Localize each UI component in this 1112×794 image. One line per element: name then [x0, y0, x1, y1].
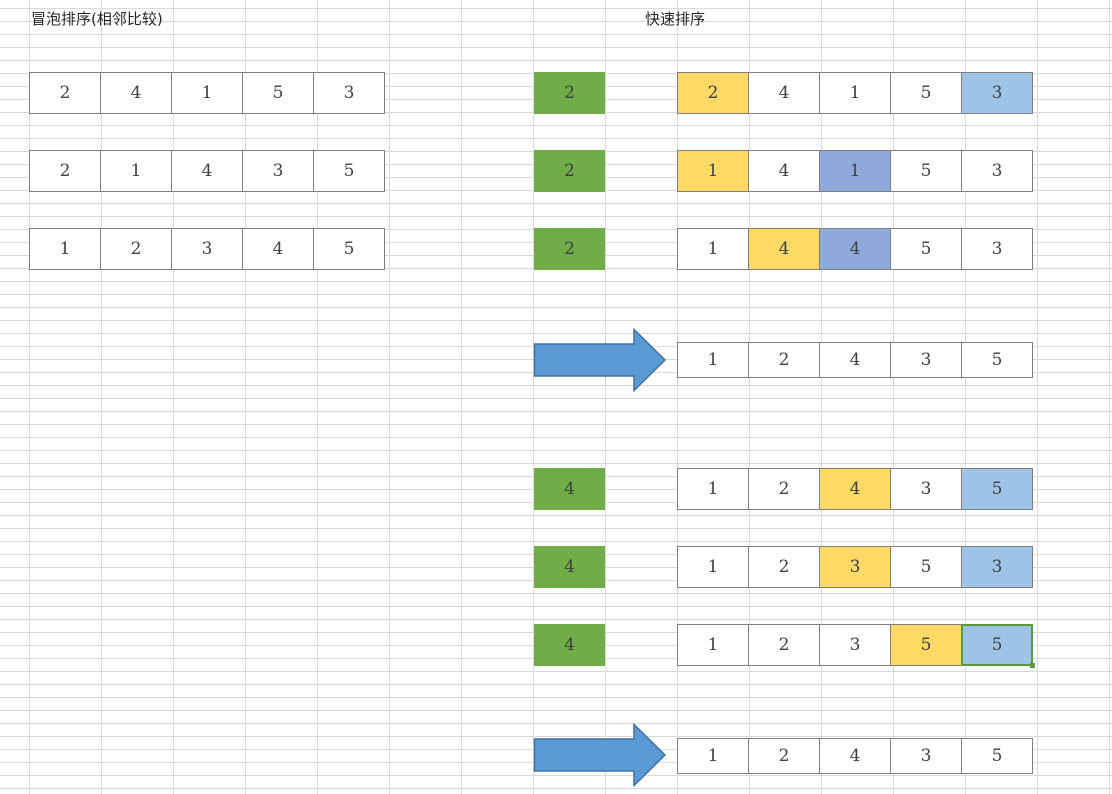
cell[interactable]: 2	[100, 228, 172, 270]
cell-left-pointer[interactable]: 5	[890, 624, 962, 666]
cell[interactable]: 5	[890, 72, 962, 114]
cell[interactable]: 4	[100, 72, 172, 114]
cell[interactable]: 4	[242, 228, 314, 270]
cell-left-pointer[interactable]: 3	[819, 546, 891, 588]
quick-step-row-1: 2 4 1 5 3	[677, 72, 1033, 114]
quick-result-row-2: 1 2 4 3 5	[677, 738, 1033, 774]
pivot-cell[interactable]: 4	[534, 468, 605, 510]
cell[interactable]: 1	[677, 738, 749, 774]
cell[interactable]: 5	[890, 546, 962, 588]
cell[interactable]: 5	[313, 228, 385, 270]
cell-left-pointer[interactable]: 4	[819, 468, 891, 510]
quick-step-row-4: 1 2 4 3 5	[677, 468, 1033, 510]
quick-step-row-6: 1 2 3 5 5	[677, 624, 1035, 668]
bubble-row-2: 2 1 4 3 5	[29, 150, 385, 192]
right-arrow-icon[interactable]	[533, 328, 667, 392]
cell[interactable]: 1	[677, 342, 749, 378]
pivot-cell[interactable]: 2	[534, 72, 605, 114]
quick-sort-title[interactable]: 快速排序	[645, 10, 706, 28]
selected-cell[interactable]: 5	[961, 624, 1035, 668]
cell[interactable]: 5	[313, 150, 385, 192]
cell[interactable]: 4	[171, 150, 243, 192]
pivot-cell[interactable]: 2	[534, 150, 605, 192]
cell[interactable]: 2	[748, 738, 820, 774]
quick-step-row-2: 1 4 1 5 3	[677, 150, 1033, 192]
cell[interactable]: 1	[677, 228, 749, 270]
cell[interactable]: 3	[819, 624, 891, 666]
cell-right-pointer[interactable]: 3	[961, 546, 1033, 588]
cell-left-pointer[interactable]: 4	[748, 228, 820, 270]
cell[interactable]: 1	[677, 624, 749, 666]
cell[interactable]: 4	[748, 150, 820, 192]
cell-right-pointer[interactable]: 1	[819, 150, 891, 192]
cell[interactable]: 3	[961, 228, 1033, 270]
cell[interactable]: 3	[242, 150, 314, 192]
cell[interactable]: 2	[29, 72, 101, 114]
cell-right-pointer[interactable]: 4	[819, 228, 891, 270]
cell[interactable]: 1	[171, 72, 243, 114]
cell[interactable]: 1	[677, 468, 749, 510]
cell-left-pointer[interactable]: 1	[677, 150, 749, 192]
pivot-cell[interactable]: 2	[534, 228, 605, 270]
cell[interactable]: 1	[677, 546, 749, 588]
cell-right-pointer[interactable]: 3	[961, 72, 1033, 114]
cell[interactable]: 3	[961, 150, 1033, 192]
cell[interactable]: 2	[29, 150, 101, 192]
cell[interactable]: 5	[242, 72, 314, 114]
cell[interactable]: 1	[29, 228, 101, 270]
cell[interactable]: 3	[890, 342, 962, 378]
cell[interactable]: 2	[748, 468, 820, 510]
cell[interactable]: 5	[961, 738, 1033, 774]
pivot-cell[interactable]: 4	[534, 546, 605, 588]
cell[interactable]: 3	[890, 738, 962, 774]
cell[interactable]: 1	[819, 72, 891, 114]
cell[interactable]: 5	[890, 150, 962, 192]
cell[interactable]: 2	[748, 624, 820, 666]
bubble-row-1: 2 4 1 5 3	[29, 72, 385, 114]
right-arrow-icon[interactable]	[533, 723, 667, 787]
cell[interactable]: 4	[819, 342, 891, 378]
cell[interactable]: 3	[890, 468, 962, 510]
cell[interactable]: 5	[961, 342, 1033, 378]
cell[interactable]: 2	[748, 546, 820, 588]
pivot-cell[interactable]: 4	[534, 624, 605, 666]
bubble-row-3: 1 2 3 4 5	[29, 228, 385, 270]
bubble-sort-title[interactable]: 冒泡排序(相邻比较)	[31, 10, 163, 28]
cell-left-pointer[interactable]: 2	[677, 72, 749, 114]
cell[interactable]: 5	[890, 228, 962, 270]
cell[interactable]: 4	[748, 72, 820, 114]
cell[interactable]: 3	[171, 228, 243, 270]
cell[interactable]: 3	[313, 72, 385, 114]
quick-step-row-3: 1 4 4 5 3	[677, 228, 1033, 270]
quick-step-row-5: 1 2 3 5 3	[677, 546, 1033, 588]
quick-result-row-1: 1 2 4 3 5	[677, 342, 1033, 378]
cell-right-pointer[interactable]: 5	[961, 468, 1033, 510]
cell[interactable]: 4	[819, 738, 891, 774]
cell[interactable]: 2	[748, 342, 820, 378]
cell[interactable]: 1	[100, 150, 172, 192]
